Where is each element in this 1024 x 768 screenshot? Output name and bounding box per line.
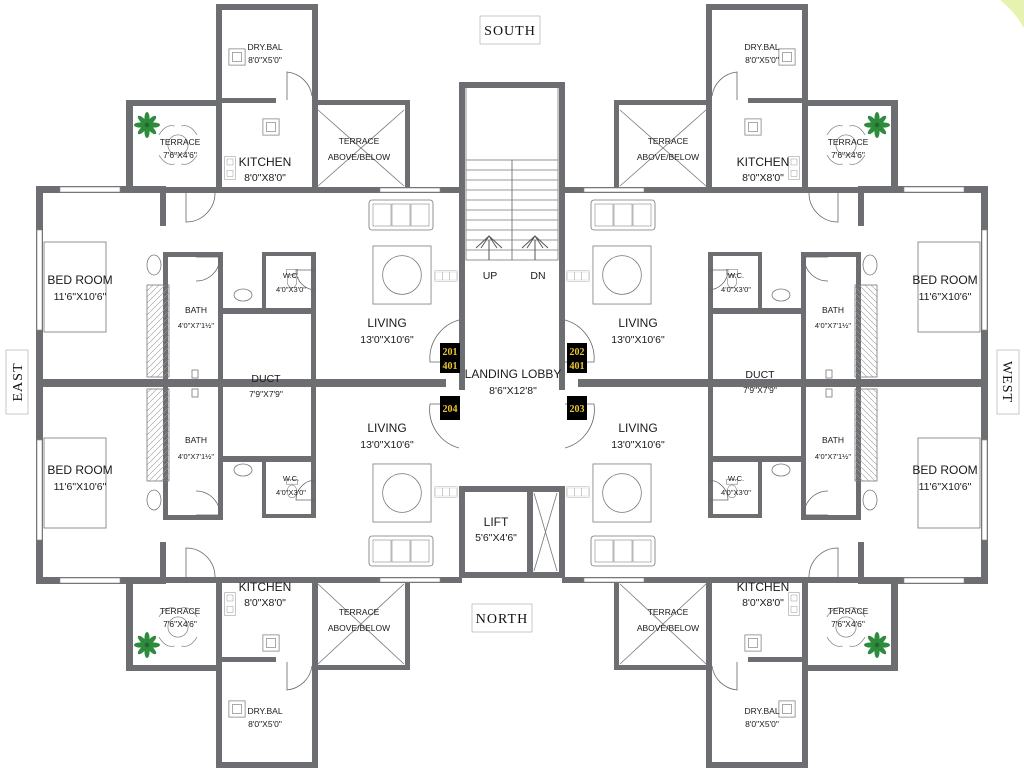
wc-dim-a: 4'0"X3'0" [276, 285, 306, 294]
wc-dim-b: 4'0"X3'0" [276, 488, 306, 497]
unit-202: 202 [570, 347, 585, 358]
kitchen-label-a: KITCHEN [239, 155, 292, 169]
kitchen-label-b: KITCHEN [737, 155, 790, 169]
unit-401b: 401 [570, 361, 585, 372]
bedroom-label-sw: BED ROOM [912, 463, 977, 477]
terrace-ab-label-d: TERRACE [648, 607, 689, 617]
terrace-ab-label-c: TERRACE [339, 607, 380, 617]
stair-up-label: UP [483, 270, 498, 282]
wc-label-c: W.C. [728, 271, 744, 280]
terrace-label-d: TERRACE [828, 606, 869, 616]
terrace-ab-label-a: TERRACE [339, 136, 380, 146]
duct-label-a: DUCT [251, 373, 281, 385]
bath-label-c: BATH [822, 305, 844, 315]
living-dim-d: 13'0"X10'6" [611, 439, 665, 451]
wc-dim-d: 4'0"X3'0" [721, 488, 751, 497]
wc-label-d: W.C. [728, 474, 744, 483]
svg-text:204: 204 [443, 404, 458, 415]
terrace-dim-a: 7'6"X4'6" [163, 150, 197, 160]
unit-201: 201 [443, 347, 458, 358]
duct-dim-b: 7'9"X7'9" [743, 385, 777, 395]
terrace-label-c: TERRACE [160, 606, 201, 616]
terrace-label-a: TERRACE [160, 137, 201, 147]
drybal-dim-b: 8'0"X5'0" [745, 55, 779, 65]
drybal-label-d: DRY.BAL [744, 706, 779, 716]
bedroom-dim-ne: 11'6"X10'6" [54, 291, 107, 303]
kitchen-dim-c: 8'0"X8'0" [244, 597, 286, 609]
bath-label-a: BATH [185, 305, 207, 315]
drybal-label-c: DRY.BAL [247, 706, 282, 716]
terrace-ab-label-b: TERRACE [648, 136, 689, 146]
lift-dim: 5'6"X4'6" [475, 532, 517, 544]
east-label: EAST [11, 363, 26, 402]
kitchen-dim-d: 8'0"X8'0" [742, 597, 784, 609]
living-dim-c: 13'0"X10'6" [611, 334, 665, 346]
living-label-b: LIVING [367, 421, 406, 435]
drybal-dim-a: 8'0"X5'0" [248, 55, 282, 65]
bath-label-d: BATH [822, 435, 844, 445]
wc-label-a: W.C. [283, 271, 299, 280]
bedroom-label-nw: BED ROOM [912, 273, 977, 287]
lobby-label: LANDING LOBBY [465, 367, 562, 381]
bath-dim-c: 4'0"X7'1½" [815, 321, 851, 330]
duct-label-b: DUCT [745, 369, 775, 381]
unit-tag-202-401: 202 401 [567, 343, 587, 373]
stair-treads [466, 169, 558, 251]
bedroom-dim-se: 11'6"X10'6" [54, 481, 107, 493]
drybal-dim-d: 8'0"X5'0" [745, 719, 779, 729]
wc-dim-c: 4'0"X3'0" [721, 285, 751, 294]
kitchen-dim-b: 8'0"X8'0" [742, 172, 784, 184]
duct-dim-a: 7'9"X7'9" [249, 389, 283, 399]
living-label-a: LIVING [367, 316, 406, 330]
bath-dim-a: 4'0"X7'1½" [178, 321, 214, 330]
terrace-label-b: TERRACE [828, 137, 869, 147]
living-label-c: LIVING [618, 316, 657, 330]
unit-tag-201-401: 201 401 [440, 343, 460, 373]
terrace-dim-b: 7'6"X4'6" [831, 150, 865, 160]
kitchen-label-d: KITCHEN [737, 580, 790, 594]
unit-401a: 401 [443, 361, 458, 372]
terrace-dim-c: 7'6"X4'6" [163, 619, 197, 629]
svg-text:203: 203 [570, 404, 585, 415]
wc-label-b: W.C. [283, 474, 299, 483]
bath-dim-d: 4'0"X7'1½" [815, 452, 851, 461]
south-label: SOUTH [484, 24, 536, 39]
stair-dn-label: DN [530, 270, 545, 282]
terrace-ab-sub-c: ABOVE/BELOW [328, 623, 390, 633]
kitchen-label-c: KITCHEN [239, 580, 292, 594]
terrace-ab-sub-b: ABOVE/BELOW [637, 152, 699, 162]
north-label: NORTH [476, 612, 528, 627]
bath-dim-b: 4'0"X7'1½" [178, 452, 214, 461]
bedroom-label-ne: BED ROOM [47, 273, 112, 287]
drybal-dim-c: 8'0"X5'0" [248, 719, 282, 729]
bedroom-dim-nw: 11'6"X10'6" [919, 291, 972, 303]
west-label: WEST [999, 361, 1014, 403]
left-wing [36, 4, 462, 768]
lobby-dim: 8'6"X12'8" [489, 385, 537, 397]
drybal-label-a: DRY.BAL [247, 42, 282, 52]
drybal-label-b: DRY.BAL [744, 42, 779, 52]
living-dim-b: 13'0"X10'6" [360, 439, 414, 451]
unit-tag-203: 203 [567, 396, 587, 420]
bedroom-dim-sw: 11'6"X10'6" [919, 481, 972, 493]
bath-label-b: BATH [185, 435, 207, 445]
lift-label: LIFT [484, 515, 509, 529]
terrace-ab-sub-d: ABOVE/BELOW [637, 623, 699, 633]
terrace-ab-sub-a: ABOVE/BELOW [328, 152, 390, 162]
living-dim-a: 13'0"X10'6" [360, 334, 414, 346]
corner-swoosh [1000, 0, 1024, 28]
unit-tag-204: 204 [440, 396, 460, 420]
living-label-d: LIVING [618, 421, 657, 435]
center-core [316, 82, 708, 578]
kitchen-dim-a: 8'0"X8'0" [244, 172, 286, 184]
bedroom-label-se: BED ROOM [47, 463, 112, 477]
terrace-dim-d: 7'6"X4'6" [831, 619, 865, 629]
